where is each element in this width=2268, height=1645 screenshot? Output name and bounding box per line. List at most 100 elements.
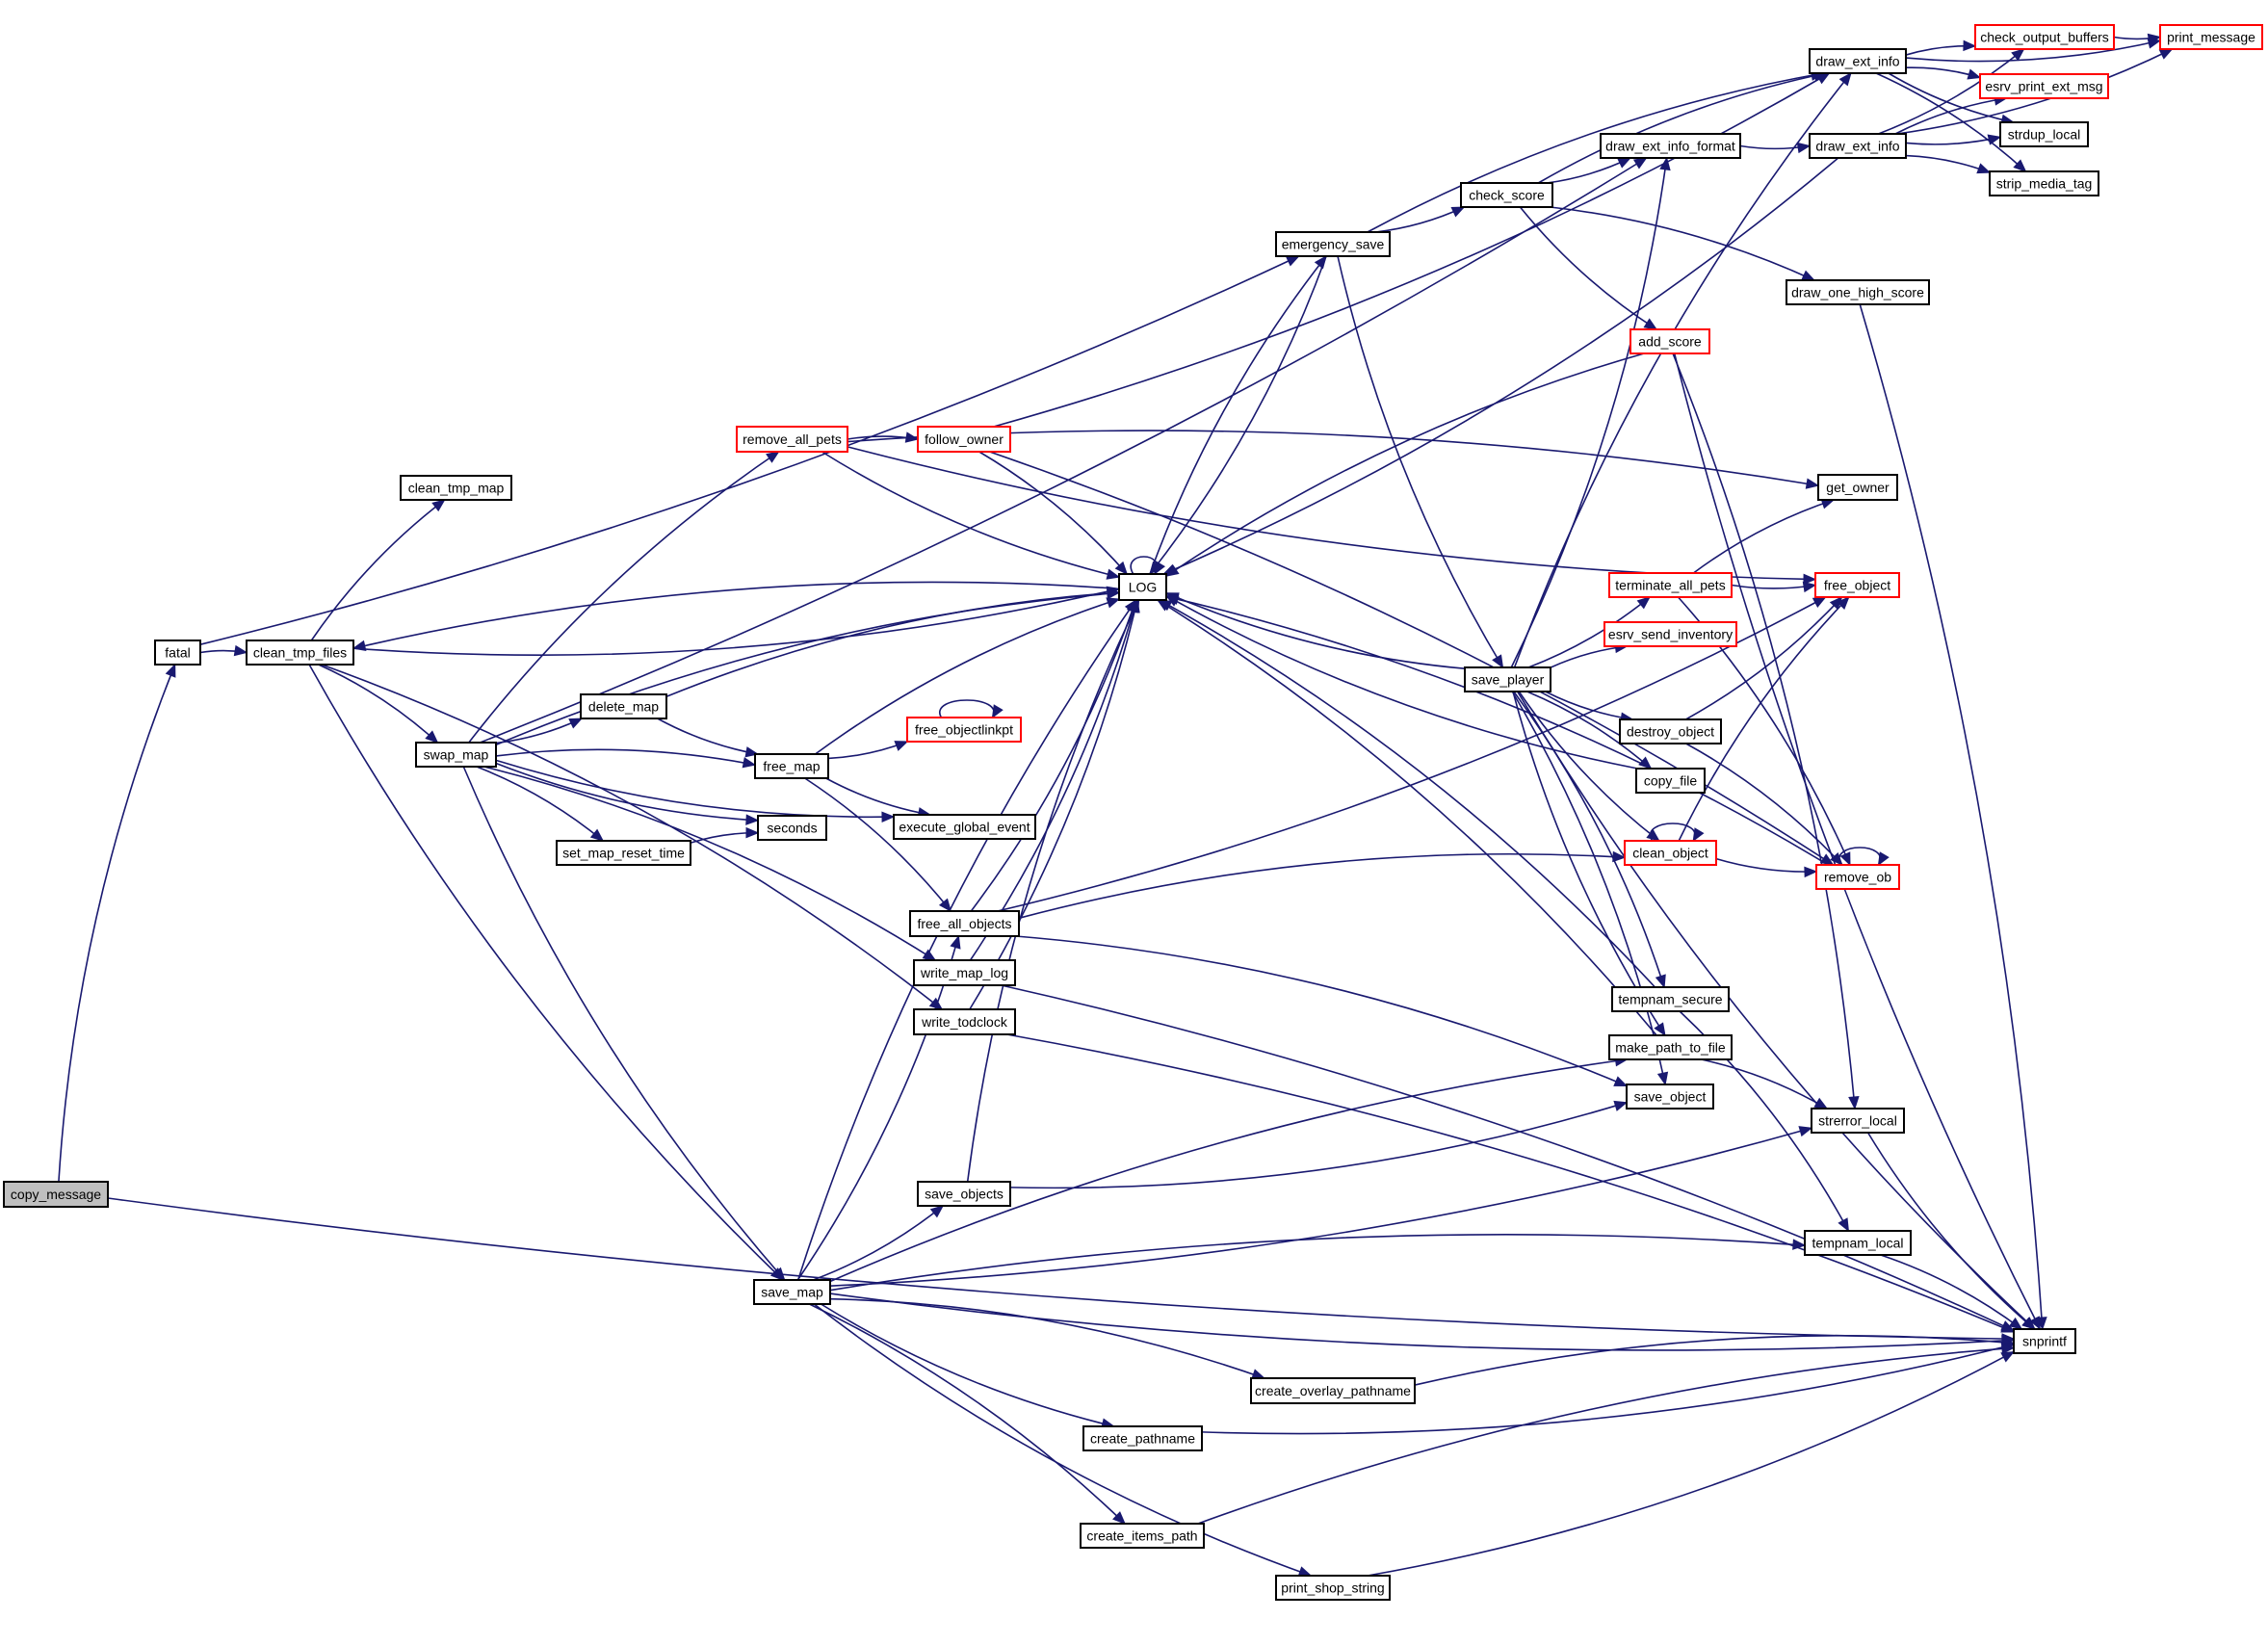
node-box[interactable]: [400, 475, 512, 501]
node-set-map-reset-time[interactable]: set_map_reset_time: [556, 840, 691, 866]
node-free-all-objects[interactable]: free_all_objects: [909, 910, 1020, 937]
node-create-pathname[interactable]: create_pathname: [1082, 1425, 1203, 1451]
node-swap-map[interactable]: swap_map: [415, 742, 497, 768]
node-draw-ext-info-b[interactable]: draw_ext_info: [1809, 133, 1907, 159]
node-box[interactable]: [2013, 1328, 2076, 1354]
node-box[interactable]: [1809, 133, 1907, 159]
node-draw-ext-info-format[interactable]: draw_ext_info_format: [1600, 133, 1741, 159]
node-box[interactable]: [1999, 121, 2089, 147]
node-clean-object[interactable]: clean_object: [1624, 840, 1717, 866]
node-box[interactable]: [1804, 1230, 1912, 1256]
node-remove-all-pets[interactable]: remove_all_pets: [736, 426, 848, 453]
node-save-player[interactable]: save_player: [1464, 666, 1551, 692]
node-box[interactable]: [917, 426, 1011, 453]
node-box[interactable]: [580, 693, 667, 719]
node-copy-message[interactable]: copy_message: [3, 1181, 109, 1208]
node-box[interactable]: [917, 1181, 1011, 1207]
node-clean-tmp-files[interactable]: clean_tmp_files: [246, 640, 354, 666]
node-box[interactable]: [913, 1008, 1016, 1035]
node-box[interactable]: [1811, 1108, 1905, 1134]
node-box[interactable]: [1619, 718, 1722, 744]
node-follow-owner[interactable]: follow_owner: [917, 426, 1011, 453]
node-box[interactable]: [1464, 666, 1551, 692]
node-box[interactable]: [1080, 1523, 1205, 1549]
node-destroy-object[interactable]: destroy_object: [1619, 718, 1722, 744]
node-clean-tmp-map[interactable]: clean_tmp_map: [400, 475, 512, 501]
node-save-map[interactable]: save_map: [753, 1279, 831, 1305]
node-print-message[interactable]: print_message: [2159, 24, 2263, 50]
node-box[interactable]: [2159, 24, 2263, 50]
node-check-score[interactable]: check_score: [1460, 182, 1553, 208]
node-terminate-all-pets[interactable]: terminate_all_pets: [1608, 572, 1733, 598]
node-fatal[interactable]: fatal: [154, 640, 201, 666]
node-box[interactable]: [1624, 840, 1717, 866]
node-LOG[interactable]: LOG: [1118, 573, 1167, 601]
node-add-score[interactable]: add_score: [1629, 328, 1710, 354]
node-box[interactable]: [1600, 133, 1741, 159]
node-box[interactable]: [1809, 48, 1907, 74]
node-box[interactable]: [1608, 1034, 1733, 1060]
node-remove-ob[interactable]: remove_ob: [1815, 864, 1900, 890]
node-create-items-path[interactable]: create_items_path: [1080, 1523, 1205, 1549]
node-box[interactable]: [1275, 231, 1391, 257]
node-strerror-local[interactable]: strerror_local: [1811, 1108, 1905, 1134]
node-snprintf[interactable]: snprintf: [2013, 1328, 2076, 1354]
node-box[interactable]: [893, 814, 1036, 840]
node-get-owner[interactable]: get_owner: [1817, 474, 1898, 501]
node-box[interactable]: [1629, 328, 1710, 354]
node-emergency-save[interactable]: emergency_save: [1275, 231, 1391, 257]
node-box[interactable]: [1817, 474, 1898, 501]
node-box[interactable]: [1608, 572, 1733, 598]
node-box[interactable]: [757, 815, 827, 841]
node-box[interactable]: [1082, 1425, 1203, 1451]
node-box[interactable]: [1979, 73, 2109, 99]
node-make-path-to-file[interactable]: make_path_to_file: [1608, 1034, 1733, 1060]
node-box[interactable]: [1611, 986, 1730, 1012]
node-esrv-print-ext-msg[interactable]: esrv_print_ext_msg: [1979, 73, 2109, 99]
node-free-object[interactable]: free_object: [1814, 572, 1900, 598]
node-print-shop-string[interactable]: print_shop_string: [1275, 1575, 1391, 1601]
node-tempnam-secure[interactable]: tempnam_secure: [1611, 986, 1730, 1012]
node-box[interactable]: [1815, 864, 1900, 890]
node-save-object[interactable]: save_object: [1626, 1084, 1714, 1110]
node-box[interactable]: [246, 640, 354, 666]
node-box[interactable]: [415, 742, 497, 768]
node-write-todclock[interactable]: write_todclock: [913, 1008, 1016, 1035]
node-strip-media-tag[interactable]: strip_media_tag: [1989, 170, 2099, 196]
node-box[interactable]: [736, 426, 848, 453]
node-box[interactable]: [753, 1279, 831, 1305]
node-box[interactable]: [1814, 572, 1900, 598]
node-free-map[interactable]: free_map: [754, 753, 829, 779]
node-box[interactable]: [1626, 1084, 1714, 1110]
node-box[interactable]: [906, 717, 1022, 743]
node-delete-map[interactable]: delete_map: [580, 693, 667, 719]
node-write-map-log[interactable]: write_map_log: [913, 959, 1016, 986]
node-box[interactable]: [1603, 621, 1737, 647]
node-box[interactable]: [1786, 279, 1930, 305]
node-esrv-send-inventory[interactable]: esrv_send_inventory: [1603, 621, 1737, 647]
node-box[interactable]: [154, 640, 201, 666]
node-copy-file[interactable]: copy_file: [1635, 768, 1706, 794]
node-draw-ext-info-a[interactable]: draw_ext_info: [1809, 48, 1907, 74]
node-seconds[interactable]: seconds: [757, 815, 827, 841]
node-box[interactable]: [1275, 1575, 1391, 1601]
node-create-overlay-pathname[interactable]: create_overlay_pathname: [1250, 1377, 1416, 1404]
node-check-output-buffers[interactable]: check_output_buffers: [1974, 24, 2115, 50]
node-box[interactable]: [913, 959, 1016, 986]
node-tempnam-local[interactable]: tempnam_local: [1804, 1230, 1912, 1256]
node-box[interactable]: [1250, 1377, 1416, 1404]
node-box[interactable]: [1974, 24, 2115, 50]
node-box[interactable]: [556, 840, 691, 866]
node-strdup-local[interactable]: strdup_local: [1999, 121, 2089, 147]
node-box[interactable]: [909, 910, 1020, 937]
node-save-objects[interactable]: save_objects: [917, 1181, 1011, 1207]
node-box[interactable]: [3, 1181, 109, 1208]
node-execute-global-event[interactable]: execute_global_event: [893, 814, 1036, 840]
node-box[interactable]: [754, 753, 829, 779]
node-box[interactable]: [1989, 170, 2099, 196]
node-box[interactable]: [1635, 768, 1706, 794]
node-box[interactable]: [1460, 182, 1553, 208]
node-box[interactable]: [1118, 573, 1167, 601]
node-draw-one-high-score[interactable]: draw_one_high_score: [1786, 279, 1930, 305]
node-free-objectlinkpt[interactable]: free_objectlinkpt: [906, 717, 1022, 743]
